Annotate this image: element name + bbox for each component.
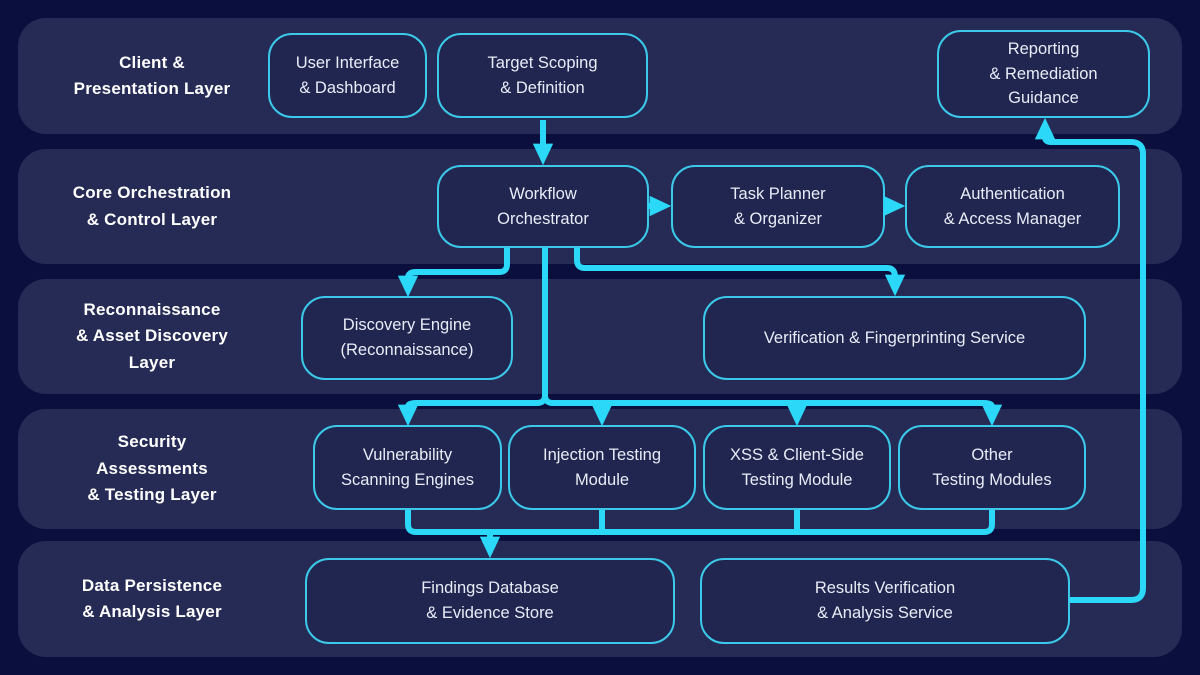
node-authentication-access: Authentication & Access Manager [905, 165, 1120, 248]
node-reporting-remediation: Reporting & Remediation Guidance [937, 30, 1150, 118]
node-results-verification: Results Verification & Analysis Service [700, 558, 1070, 644]
node-vulnerability-scanning: Vulnerability Scanning Engines [313, 425, 502, 510]
node-injection-testing: Injection Testing Module [508, 425, 696, 510]
node-discovery-engine: Discovery Engine (Reconnaissance) [301, 296, 513, 380]
layer-label-client-presentation: Client & Presentation Layer [73, 52, 231, 98]
connector-bus-to-vulnerability [397, 394, 548, 427]
node-other-testing-modules: Other Testing Modules [898, 425, 1086, 510]
node-target-scoping-definition: Target Scoping & Definition [437, 33, 648, 118]
layer-label-reconnaissance: Reconnaissance & Asset Discovery Layer [75, 299, 229, 372]
node-task-planner-organizer: Task Planner & Organizer [671, 165, 885, 248]
node-user-interface-dashboard: User Interface & Dashboard [268, 33, 427, 118]
node-verification-fingerprinting: Verification & Fingerprinting Service [703, 296, 1086, 380]
layer-label-core-orchestration: Core Orchestration & Control Layer [72, 183, 232, 229]
layer-label-security-assessments: Security Assessments & Testing Layer [87, 432, 217, 505]
node-xss-client-side-testing: XSS & Client-Side Testing Module [703, 425, 891, 510]
node-workflow-orchestrator: Workflow Orchestrator [437, 165, 649, 248]
node-findings-database: Findings Database & Evidence Store [305, 558, 675, 644]
layer-label-data-persistence: Data Persistence & Analysis Layer [81, 575, 223, 621]
connector-bus-to-other [542, 394, 1003, 427]
